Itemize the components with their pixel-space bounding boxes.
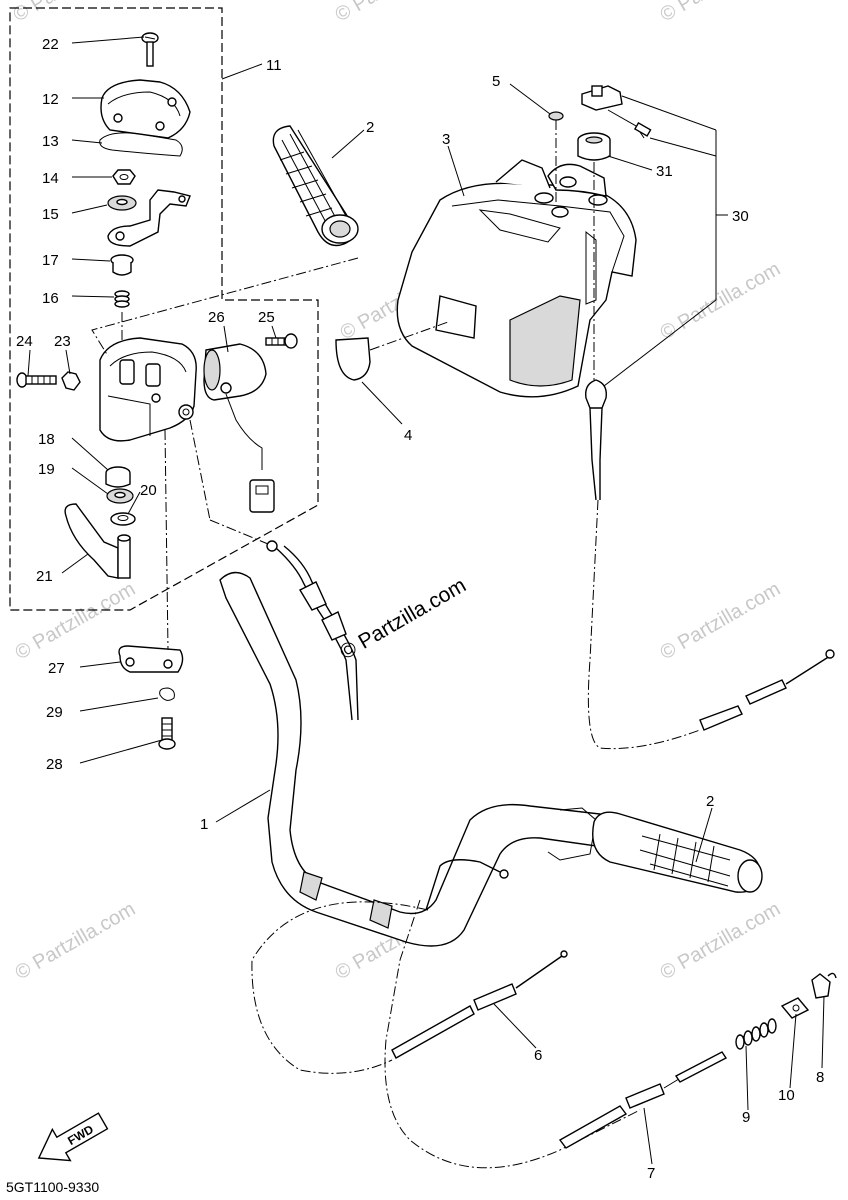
throttle-housing — [99, 337, 197, 442]
callout-27: 27 — [48, 660, 65, 677]
part-27-clamp — [118, 645, 184, 673]
part-12-cover — [100, 79, 191, 139]
part-13-gasket — [99, 132, 183, 157]
part-10-adjuster — [780, 997, 810, 1019]
callout-1: 1 — [200, 816, 208, 833]
callout-18: 18 — [38, 431, 55, 448]
callout-28: 28 — [46, 756, 63, 773]
callout-22: 22 — [42, 36, 59, 53]
callout-5: 5 — [492, 73, 500, 90]
part-28-bolt — [158, 717, 176, 750]
part-3-cover — [396, 159, 637, 398]
callout-25: 25 — [258, 309, 275, 326]
callout-12: 12 — [42, 91, 59, 108]
callout-19: 19 — [38, 461, 55, 478]
clutch-cable-6 — [251, 859, 568, 1074]
brake-cable-7 — [558, 1051, 728, 1149]
choke-cable — [585, 379, 835, 750]
watermark-text-dark: © Partzilla.com — [336, 574, 470, 665]
part-18-bushing — [105, 466, 131, 488]
callout-24: 24 — [16, 333, 33, 350]
callout-20: 20 — [140, 482, 157, 499]
callout-2-upper: 2 — [366, 119, 374, 136]
part-23-nut — [61, 371, 81, 391]
callout-3: 3 — [442, 131, 450, 148]
watermark-text: © Partzilla.com — [10, 0, 138, 26]
axis-grip-upper — [91, 257, 359, 357]
part-24-bolt — [16, 372, 57, 388]
part-4-lens — [335, 321, 449, 381]
callout-14: 14 — [42, 170, 59, 187]
part-26-switch — [203, 343, 275, 513]
part-8-wing-nut — [811, 972, 837, 999]
leader-lines — [27, 36, 825, 1165]
part-31-grommet — [577, 132, 611, 161]
part-5-cap — [548, 111, 564, 121]
part-16-spring — [114, 290, 130, 308]
callout-31: 31 — [656, 163, 673, 180]
part-14-nut — [112, 169, 136, 185]
part-1-handlebar — [219, 571, 601, 947]
callout-29: 29 — [46, 704, 63, 721]
part-2-grip-lower — [592, 811, 763, 893]
part-29-washer — [159, 687, 175, 701]
callout-16: 16 — [42, 290, 59, 307]
part-30-switch-connector — [581, 85, 652, 139]
callout-10: 10 — [778, 1087, 795, 1104]
part-20-ring — [110, 512, 136, 526]
callout-30: 30 — [732, 208, 749, 225]
drawing-code: 5GT1100-9330 — [6, 1179, 99, 1195]
callout-9: 9 — [742, 1109, 750, 1126]
part-17-collar — [110, 254, 134, 276]
lever-bracket — [107, 189, 191, 247]
callout-numbers: 1 2 2 3 4 5 6 7 8 9 10 11 12 13 14 15 16… — [16, 36, 824, 1182]
callout-8: 8 — [816, 1069, 824, 1086]
watermark-text: © Partzilla.com — [657, 0, 785, 26]
watermark-text: © Partzilla.com — [657, 578, 785, 664]
part-25-screw — [265, 333, 298, 349]
axis-line-lower — [164, 429, 169, 651]
watermark-text: © Partzilla.com — [332, 0, 460, 26]
callout-15: 15 — [42, 206, 59, 223]
part-9-spring — [735, 1018, 777, 1050]
callout-23: 23 — [54, 333, 71, 350]
callout-4: 4 — [404, 427, 412, 444]
part-19-washer — [106, 488, 134, 504]
callout-2-lower: 2 — [706, 793, 714, 810]
fwd-arrow: FWD — [37, 1112, 109, 1162]
watermark-text: © Partzilla.com — [12, 898, 140, 984]
callout-11: 11 — [266, 57, 282, 74]
callout-21: 21 — [36, 568, 53, 585]
callout-26: 26 — [208, 309, 225, 326]
callout-13: 13 — [42, 133, 59, 150]
callout-7: 7 — [647, 1165, 655, 1182]
callout-6: 6 — [534, 1047, 542, 1064]
part-21-throttle-lever — [64, 503, 131, 579]
callout-17: 17 — [42, 252, 59, 269]
part-15-washer — [107, 195, 137, 211]
watermark-text: © Partzilla.com — [657, 898, 785, 984]
part-22-screw — [141, 32, 159, 67]
part-2-grip-upper — [272, 125, 359, 247]
assembly-11-boundary — [9, 7, 319, 611]
throttle-cable — [189, 419, 641, 1169]
switch-assembly — [16, 32, 298, 750]
